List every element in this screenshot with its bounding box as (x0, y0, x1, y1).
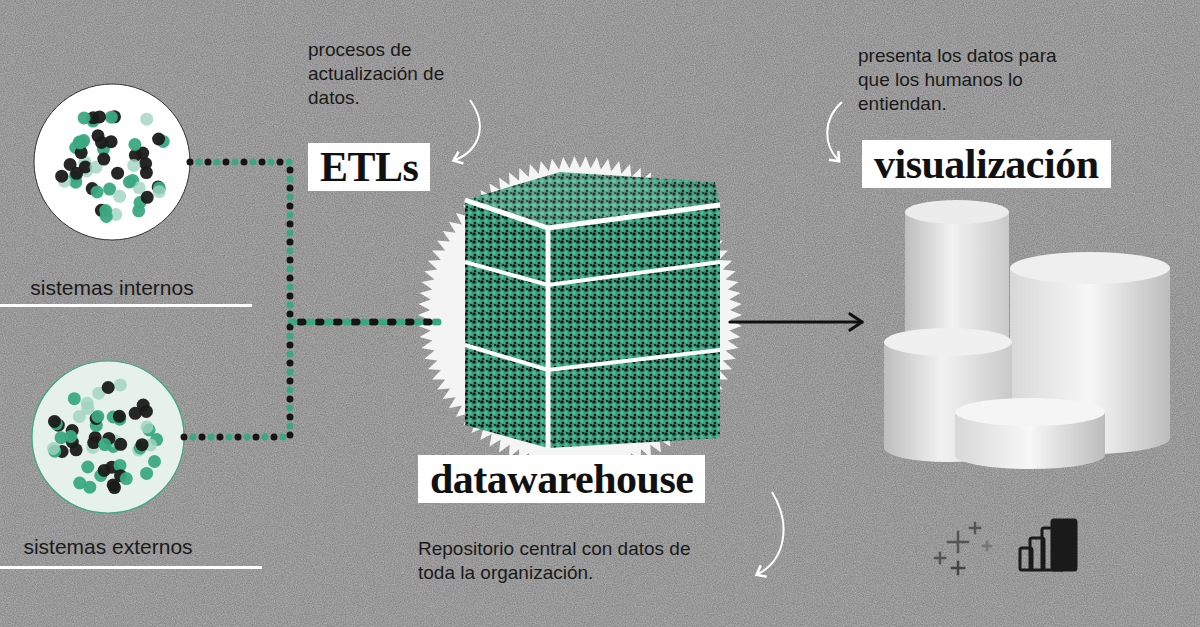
process-label: ETLs (308, 143, 430, 191)
datawarehouse-block: datawarehouse (440, 180, 730, 510)
system-label: sistemas externos (18, 535, 198, 559)
connector (730, 322, 862, 323)
system-circle: sistemas externos (32, 361, 184, 513)
system-circle: sistemas internos (34, 84, 190, 240)
system-label: sistemas internos (22, 276, 202, 300)
visualization-label: visualización (862, 140, 1111, 188)
visualization-block: visualización (862, 140, 1182, 460)
callout-note: procesos de actualización de datos. (308, 38, 458, 110)
callout-note: presenta los datos para que los humanos … (858, 44, 1066, 116)
connector (184, 322, 440, 437)
process-label-box: ETLs (308, 143, 430, 191)
callout-note: Repositorio central con datos de toda la… (418, 537, 710, 585)
repository-label: datawarehouse (418, 455, 705, 503)
